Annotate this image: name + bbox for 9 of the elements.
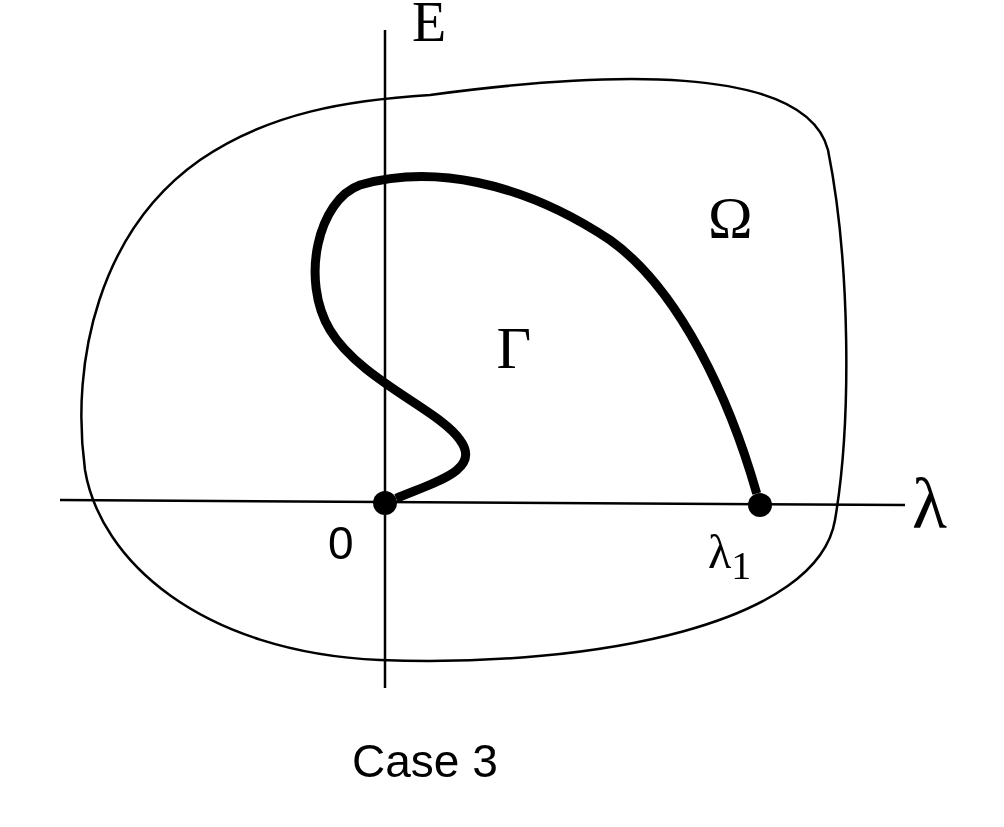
- region-label: Ω: [708, 188, 753, 248]
- axis-label: λ: [912, 468, 947, 540]
- point-marker: [373, 491, 397, 515]
- axis-label: 0: [328, 520, 354, 566]
- axis-label: λ$_{1}$: [708, 528, 752, 586]
- caption: Case 3: [352, 738, 498, 784]
- point-marker: [748, 493, 772, 517]
- curve: [310, 172, 761, 503]
- axis-label: E: [412, 0, 447, 50]
